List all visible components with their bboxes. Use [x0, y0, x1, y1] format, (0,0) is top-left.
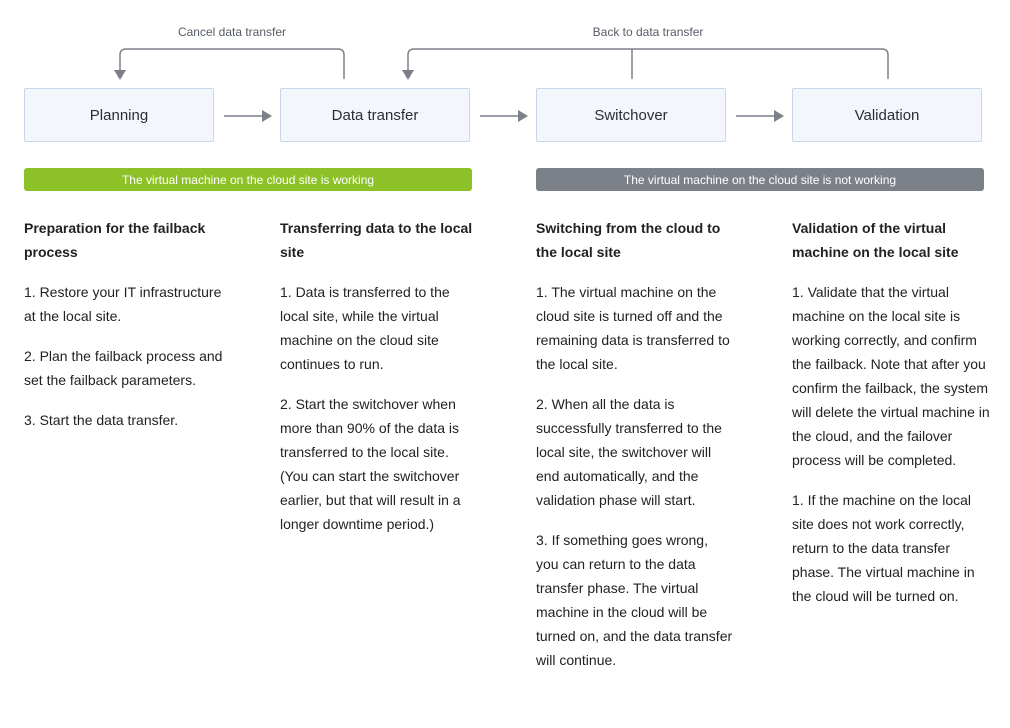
phase-switchover-label: Switchover [594, 106, 668, 124]
phase-planning: Planning [24, 88, 214, 142]
phase-data-transfer: Data transfer [280, 88, 470, 142]
column-validation-step: 1. Validate that the virtual machine on … [792, 284, 990, 468]
phase-validation: Validation [792, 88, 982, 142]
column-planning-step: 1. Restore your IT infrastructure at the… [24, 284, 222, 324]
column-switchover-step: 3. If something goes wrong, you can retu… [536, 532, 733, 668]
column-data-transfer: Transferring data to the local site 1. D… [280, 216, 475, 552]
column-planning-title: Preparation for the failback process [24, 220, 206, 260]
column-data-transfer-step: 2. Start the switchover when more than 9… [280, 396, 461, 532]
column-switchover-title: Switching from the cloud to the local si… [536, 220, 721, 260]
status-bar-working: The virtual machine on the cloud site is… [24, 168, 472, 191]
phase-data-transfer-label: Data transfer [331, 106, 419, 124]
cancel-connector-line [119, 48, 345, 79]
column-data-transfer-step: 1. Data is transferred to the local site… [280, 284, 450, 372]
status-bar-working-label: The virtual machine on the cloud site is… [121, 172, 375, 187]
back-to-transfer-label-text: Back to data transfer [592, 25, 704, 39]
column-validation-title: Validation of the virtual machine on the… [792, 220, 959, 260]
column-switchover: Switching from the cloud to the local si… [536, 216, 734, 688]
arrow-transfer-to-switchover-head [518, 110, 528, 122]
column-switchover-step: 1. The virtual machine on the cloud site… [536, 284, 730, 372]
column-planning-step: 2. Plan the failback process and set the… [24, 348, 223, 388]
phase-switchover: Switchover [536, 88, 726, 142]
column-data-transfer-title: Transferring data to the local site [280, 220, 473, 260]
column-validation-step: 1. If the machine on the local site does… [792, 492, 975, 604]
back-connector-arrowhead [402, 70, 414, 80]
column-validation: Validation of the virtual machine on the… [792, 216, 990, 624]
back-connector-line [407, 48, 889, 79]
cancel-transfer-label-text: Cancel data transfer [177, 25, 287, 39]
phase-planning-label: Planning [89, 106, 149, 124]
column-planning: Preparation for the failback process 1. … [24, 216, 229, 448]
arrow-switchover-to-validation-head [774, 110, 784, 122]
phase-validation-label: Validation [854, 106, 920, 124]
column-planning-step: 3. Start the data transfer. [24, 412, 179, 428]
column-switchover-step: 2. When all the data is successfully tra… [536, 396, 722, 508]
status-bar-not-working: The virtual machine on the cloud site is… [536, 168, 984, 191]
status-bar-not-working-label: The virtual machine on the cloud site is… [623, 172, 897, 187]
arrow-planning-to-transfer-head [262, 110, 272, 122]
cancel-connector-arrowhead [114, 70, 126, 80]
